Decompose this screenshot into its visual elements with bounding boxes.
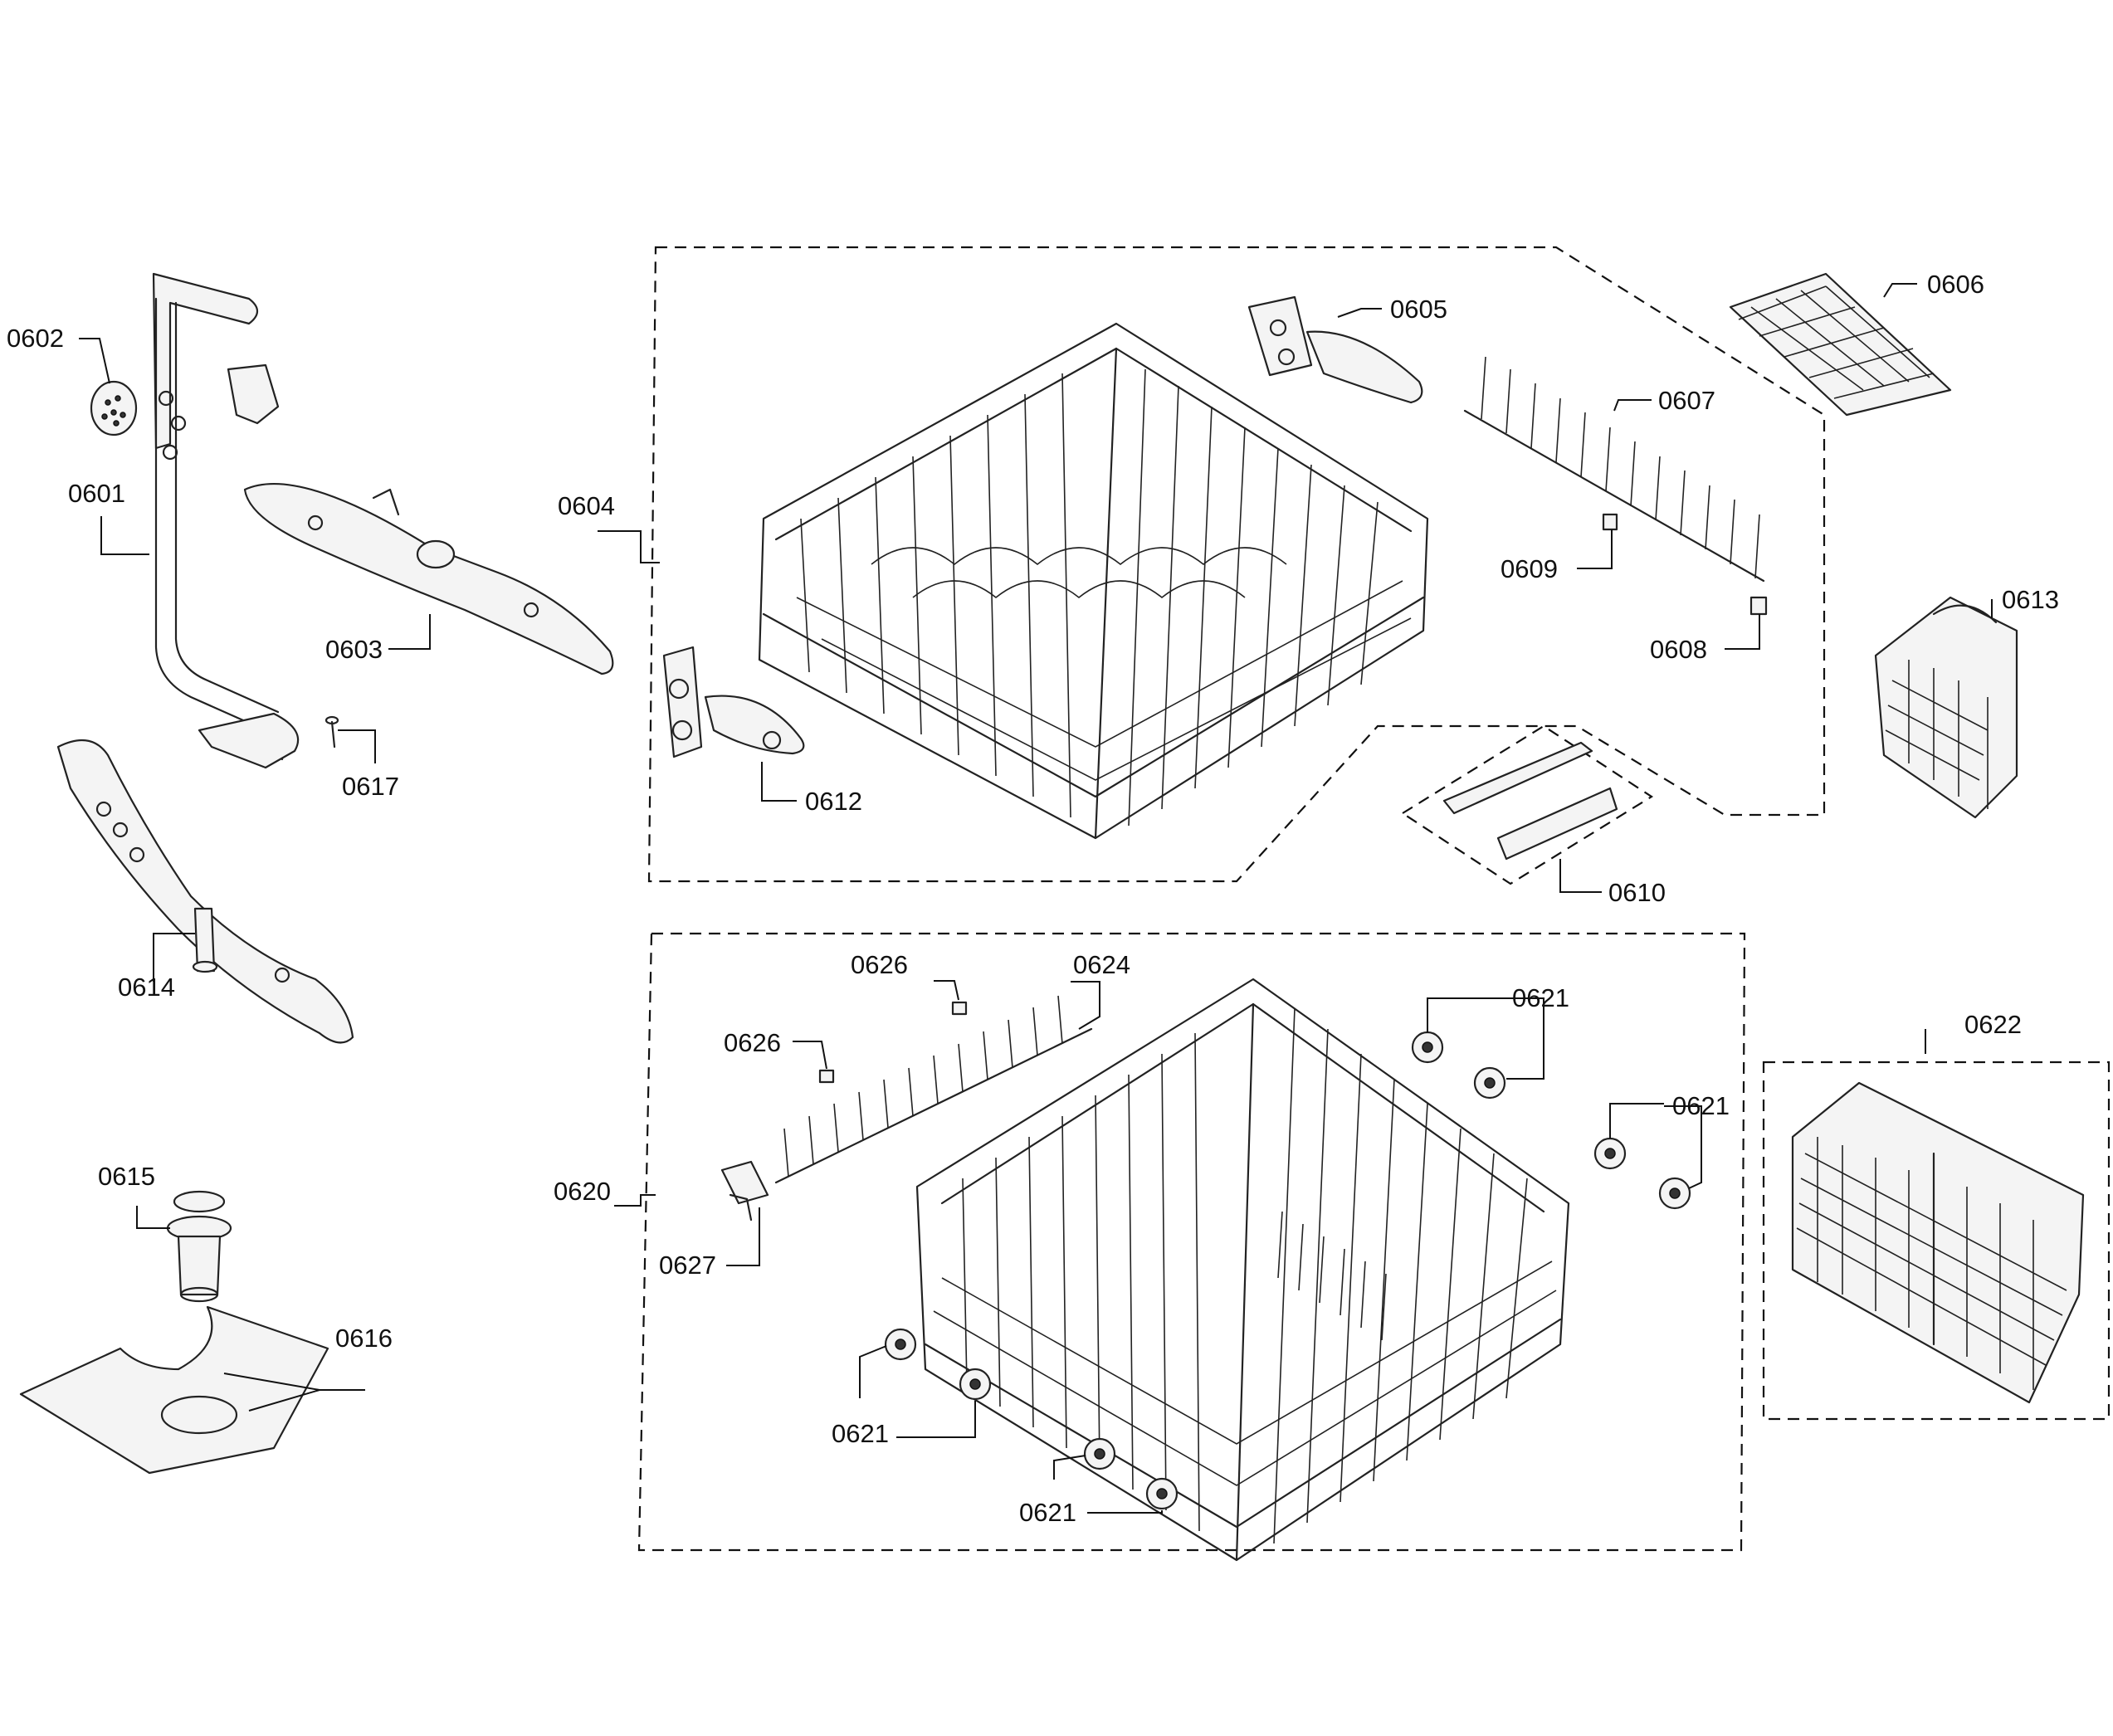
rack-rail-0605 bbox=[1247, 295, 1423, 404]
lower-rack-assembly-boundary bbox=[637, 932, 1746, 1552]
rack-handle-boundary bbox=[1400, 724, 1654, 885]
label-0606: 0606 bbox=[1927, 270, 1984, 299]
label-0607: 0607 bbox=[1658, 386, 1715, 415]
tine-row-0607 bbox=[1463, 356, 1765, 583]
label-0621-c: 0621 bbox=[832, 1419, 889, 1448]
label-0620: 0620 bbox=[554, 1177, 611, 1206]
upper-rack-basket bbox=[758, 322, 1429, 840]
leader-lines bbox=[79, 283, 1993, 1514]
clip-0626-lower bbox=[818, 1069, 835, 1084]
holder-0627 bbox=[720, 1160, 769, 1222]
lower-rack-basket bbox=[915, 978, 1570, 1562]
filter-plate-0616 bbox=[19, 1305, 329, 1475]
nozzle-cap-0602 bbox=[90, 380, 138, 436]
label-0621-a: 0621 bbox=[1512, 983, 1569, 1012]
utensil-basket-0613 bbox=[1874, 596, 2018, 819]
label-0621-b: 0621 bbox=[1672, 1091, 1730, 1120]
part-labels: 0602 0601 0603 0604 0605 0606 0607 0609 … bbox=[7, 270, 2059, 1527]
label-0617: 0617 bbox=[342, 772, 399, 801]
label-0610: 0610 bbox=[1608, 878, 1666, 907]
label-0604: 0604 bbox=[558, 491, 615, 520]
clip-0608 bbox=[1749, 596, 1768, 616]
filter-cylinder-0615 bbox=[166, 1190, 232, 1303]
cutlery-basket-0622 bbox=[1791, 1081, 2085, 1404]
label-0615: 0615 bbox=[98, 1162, 155, 1191]
label-0603: 0603 bbox=[325, 635, 383, 664]
rack-handle-0610 bbox=[1442, 741, 1618, 861]
label-0612: 0612 bbox=[805, 787, 862, 816]
label-0616: 0616 bbox=[335, 1324, 393, 1353]
label-0621-d: 0621 bbox=[1019, 1498, 1076, 1527]
label-0609: 0609 bbox=[1501, 554, 1558, 583]
label-0608: 0608 bbox=[1650, 635, 1707, 664]
label-0626-upper: 0626 bbox=[851, 950, 908, 979]
label-0627: 0627 bbox=[659, 1251, 716, 1280]
clip-0626-upper bbox=[951, 1001, 968, 1016]
label-0613: 0613 bbox=[2002, 585, 2059, 614]
label-0614: 0614 bbox=[118, 973, 175, 1002]
label-0626-lower: 0626 bbox=[724, 1028, 781, 1057]
upper-rack-assembly-boundary bbox=[647, 246, 1826, 883]
label-0602: 0602 bbox=[7, 324, 64, 353]
label-0622: 0622 bbox=[1964, 1010, 2022, 1039]
rack-adjuster-0612 bbox=[662, 646, 805, 758]
label-0624: 0624 bbox=[1073, 950, 1130, 979]
label-0605: 0605 bbox=[1390, 295, 1447, 324]
screw-0617 bbox=[325, 715, 339, 749]
cup-shelf-0606 bbox=[1729, 272, 1952, 417]
rack-wheels-0621 bbox=[884, 1031, 1691, 1510]
clip-0609 bbox=[1602, 513, 1618, 531]
fold-tine-row-0624 bbox=[774, 995, 1093, 1184]
label-0601: 0601 bbox=[68, 479, 125, 508]
cutlery-basket-boundary bbox=[1762, 1061, 2111, 1421]
upper-spray-arm-0603 bbox=[227, 363, 614, 675]
supply-tube-0601 bbox=[152, 272, 300, 769]
lower-spray-arm-0614 bbox=[56, 739, 354, 1044]
